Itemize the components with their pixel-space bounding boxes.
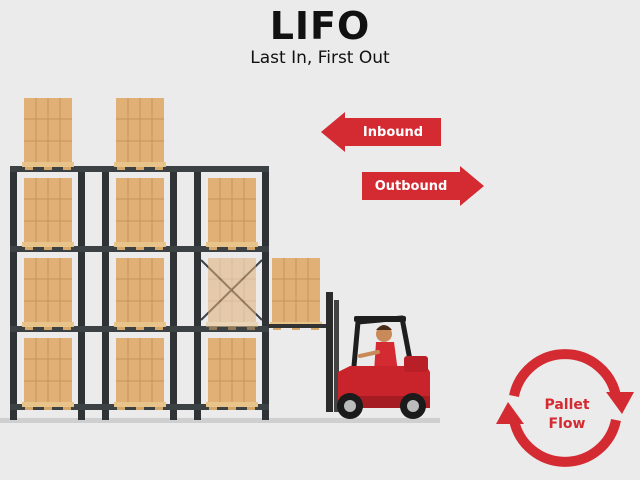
pallet-box (113, 177, 167, 251)
page-title: LIFO (269, 4, 371, 48)
outbound-arrow: Outbound (362, 166, 484, 206)
pallet-box (113, 97, 167, 171)
carried-pallet-box (269, 257, 323, 331)
pallet-box (21, 337, 75, 411)
forklift (268, 257, 430, 419)
page-subtitle: Last In, First Out (250, 48, 390, 68)
pallet-box (21, 257, 75, 331)
pallet-flow-line2: Flow (548, 416, 586, 432)
pallet-flow-icon (496, 349, 634, 467)
pallet-box (113, 257, 167, 331)
floor (0, 418, 440, 423)
pallet-box (21, 97, 75, 171)
rack-frame (10, 168, 269, 420)
pallet-box (21, 177, 75, 251)
inbound-label: Inbound (362, 124, 424, 140)
pallet-box (205, 177, 259, 251)
pallet-box (113, 337, 167, 411)
pallet-flow-label: Pallet Flow (527, 396, 607, 434)
pallet-flow-line1: Pallet (544, 397, 590, 413)
inbound-arrow: Inbound (321, 112, 441, 152)
pallet-box (205, 337, 259, 411)
pallet-box-ghost (205, 257, 259, 331)
outbound-label: Outbound (374, 178, 448, 194)
